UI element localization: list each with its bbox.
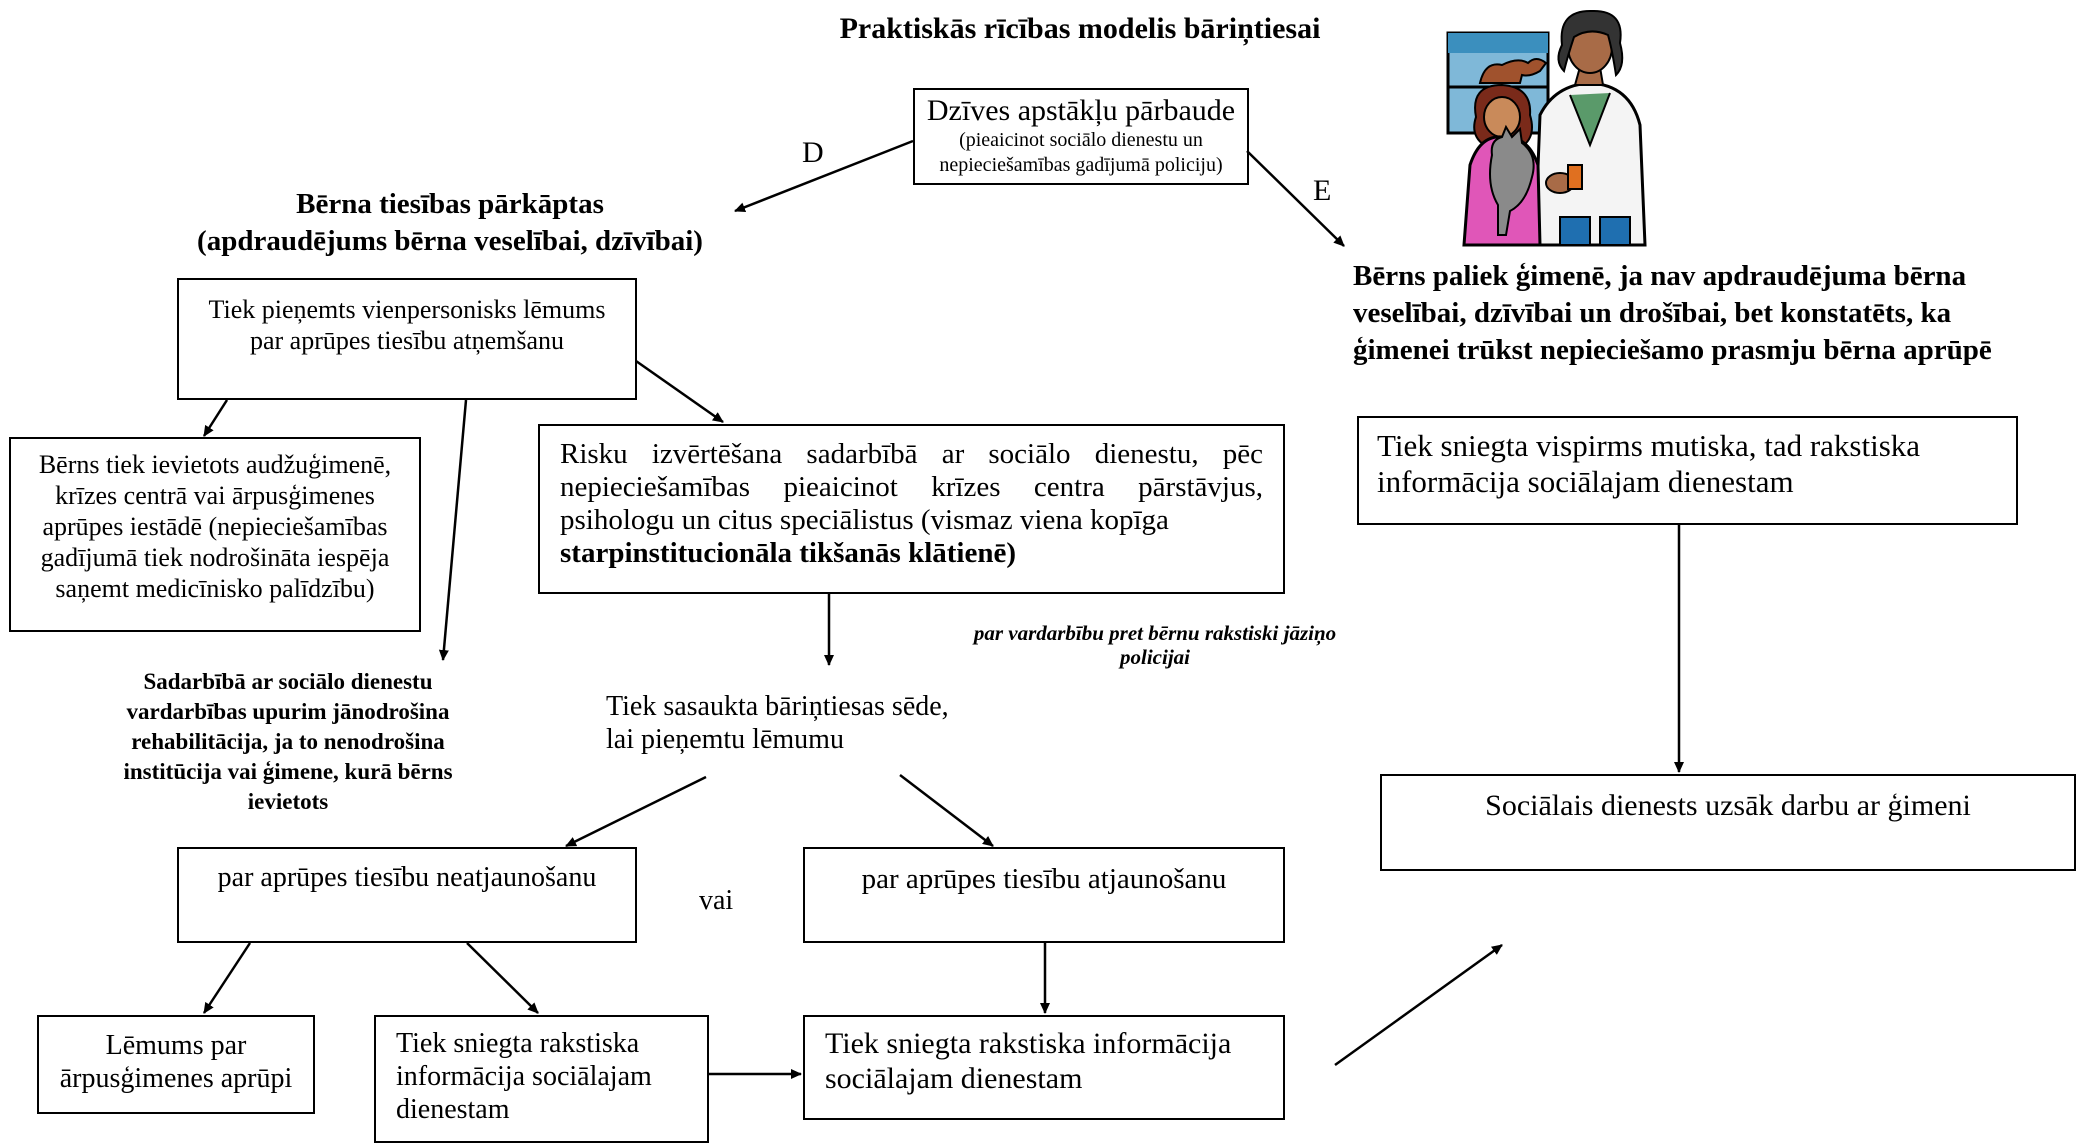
written-info-middle-line2: sociālajam dienestam xyxy=(825,1062,1083,1095)
or-label: vai xyxy=(699,885,734,916)
rights-violated-heading-line2: (apdraudējums bērna veselībai, dzīvībai) xyxy=(197,225,703,257)
child-placement-line5: saņemt medicīnisko palīdzību) xyxy=(55,574,375,603)
arrow-not-restore-to-written-info xyxy=(466,942,539,1014)
rehabilitation-note-line5: ievietots xyxy=(247,789,329,814)
rehabilitation-note: Sadarbībā ar sociālo dienestu vardarbība… xyxy=(88,667,488,817)
arrow-middle-info-to-right xyxy=(1334,943,1503,1067)
doctor-with-child-clipart xyxy=(1446,9,1647,247)
child-placement-line4: gadījumā tiek nodrošināta iespēja xyxy=(40,543,390,572)
child-stays-heading-line3: ģimenei trūkst nepieciešamo prasmju bērn… xyxy=(1353,334,1992,366)
out-of-family-care-line1: Lēmums par xyxy=(105,1030,247,1061)
arrow-top-to-left xyxy=(734,139,914,213)
child-placement-line3: aprūpes iestādē (nepieciešamības xyxy=(42,512,388,541)
arrow-decision-to-placement xyxy=(202,399,229,437)
oral-written-info-line1: Tiek sniegta vispirms mutiska, tad rakst… xyxy=(1377,428,1921,463)
police-report-note-line2: policijai xyxy=(1120,645,1190,669)
rights-violated-heading: Bērna tiesības pārkāptas (apdraudējums b… xyxy=(150,186,750,260)
risk-assessment-box: Risku izvērtēšana sadarbībā ar sociālo d… xyxy=(538,424,1285,594)
rehabilitation-note-line3: rehabilitācija, ja to nenodrošina xyxy=(131,729,445,754)
living-conditions-check-note-line1: (pieaicinot sociālo dienestu un xyxy=(959,129,1203,151)
child-placement-line2: krīzes centrā vai ārpusģimenes xyxy=(55,481,375,510)
risk-assessment-bold-text: starpinstitucionāla tikšanās klātienē) xyxy=(560,537,1016,569)
rehabilitation-note-line2: vardarbības upurim jānodrošina xyxy=(126,699,450,724)
rehabilitation-note-line1: Sadarbībā ar sociālo dienestu xyxy=(143,669,433,694)
social-service-work-box: Sociālais dienests uzsāk darbu ar ģimeni xyxy=(1380,774,2076,871)
rights-violated-heading-line1: Bērna tiesības pārkāptas xyxy=(296,188,604,220)
living-conditions-check-title: Dzīves apstākļu pārbaude xyxy=(926,94,1236,127)
orphans-court-meeting-line1: Tiek sasaukta bāriņtiesas sēde, xyxy=(606,691,949,722)
unilateral-decision-line2: par aprūpes tiesību atņemšanu xyxy=(249,326,565,355)
not-restore-rights-box: par aprūpes tiesību neatjaunošanu xyxy=(177,847,637,943)
restore-rights-label: par aprūpes tiesību atjaunošanu xyxy=(861,863,1227,895)
unilateral-decision-line1: Tiek pieņemts vienpersonisks lēmums xyxy=(208,295,606,324)
arrow-decision-to-rehab xyxy=(438,399,468,661)
arrow-top-to-right xyxy=(1246,150,1345,247)
rehabilitation-note-line4: institūcija vai ģimene, kurā bērns xyxy=(123,759,453,784)
written-info-middle-box: Tiek sniegta rakstiska informācija sociā… xyxy=(803,1015,1285,1120)
edge-label-d: D xyxy=(802,136,824,169)
social-service-work-label: Sociālais dienests uzsāk darbu ar ģimeni xyxy=(1485,789,1971,822)
edge-label-e: E xyxy=(1313,174,1332,207)
written-info-left-line1: Tiek sniegta rakstiska xyxy=(396,1028,640,1059)
out-of-family-care-line2: ārpusģimenes aprūpi xyxy=(59,1063,293,1094)
living-conditions-check-box: Dzīves apstākļu pārbaude (pieaicinot soc… xyxy=(913,88,1249,185)
police-report-note-line1: par vardarbību pret bērnu rakstiski jāzi… xyxy=(973,621,1337,645)
oral-written-info-line2: informācija sociālajam dienestam xyxy=(1377,464,1794,499)
arrow-not-restore-to-out-of-family xyxy=(202,942,252,1014)
arrow-decision-to-risk xyxy=(635,359,724,424)
orphans-court-meeting-text: Tiek sasaukta bāriņtiesas sēde, lai pieņ… xyxy=(606,690,1026,756)
living-conditions-check-note-line2: nepieciešamības gadījumā policiju) xyxy=(939,154,1223,176)
risk-assessment-text: Risku izvērtēšana sadarbībā ar sociālo d… xyxy=(560,438,1263,536)
out-of-family-care-box: Lēmums par ārpusģimenes aprūpi xyxy=(37,1015,315,1114)
police-report-note: par vardarbību pret bērnu rakstiski jāzi… xyxy=(920,621,1390,669)
written-info-left-line2: informācija sociālajam xyxy=(396,1061,652,1092)
child-placement-line1: Bērns tiek ievietots audžuģimenē, xyxy=(38,450,392,479)
child-stays-in-family-heading: Bērns paliek ģimenē, ja nav apdraudējuma… xyxy=(1353,258,2073,369)
written-info-left-box: Tiek sniegta rakstiska informācija sociā… xyxy=(374,1015,709,1143)
child-stays-heading-line1: Bērns paliek ģimenē, ja nav apdraudējuma… xyxy=(1353,260,1967,292)
arrow-meeting-to-restore xyxy=(899,774,994,847)
not-restore-rights-label: par aprūpes tiesību neatjaunošanu xyxy=(217,862,597,893)
child-placement-box: Bērns tiek ievietots audžuģimenē, krīzes… xyxy=(9,437,421,632)
written-info-left-line3: dienestam xyxy=(396,1094,510,1125)
orphans-court-meeting-line2: lai pieņemtu lēmumu xyxy=(606,724,844,755)
child-stays-heading-line2: veselībai, dzīvībai un drošībai, bet kon… xyxy=(1353,297,1952,329)
diagram-title: Praktiskās rīcības modelis bāriņtiesai xyxy=(839,12,1321,45)
oral-written-info-box: Tiek sniegta vispirms mutiska, tad rakst… xyxy=(1357,416,2018,525)
arrow-meeting-to-not-restore xyxy=(565,775,707,848)
restore-rights-box: par aprūpes tiesību atjaunošanu xyxy=(803,847,1285,943)
written-info-middle-line1: Tiek sniegta rakstiska informācija xyxy=(825,1027,1232,1060)
unilateral-decision-box: Tiek pieņemts vienpersonisks lēmums par … xyxy=(177,278,637,400)
